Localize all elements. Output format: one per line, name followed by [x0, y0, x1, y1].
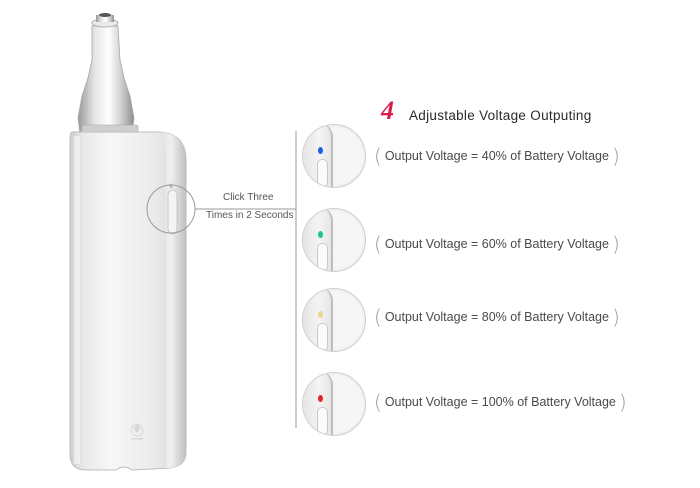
instruction-line-2: Times in 2 Seconds	[206, 210, 294, 221]
voltage-60-label: Output Voltage = 60% of Battery Voltage	[384, 237, 609, 251]
device-body	[69, 131, 187, 471]
red-led-icon	[318, 395, 323, 402]
voltage-40-led-illustration	[302, 124, 366, 188]
voltage-100-option: ( Output Voltage = 100% of Battery Volta…	[374, 390, 627, 414]
brand-logo	[130, 423, 144, 440]
title-number: 4	[381, 96, 394, 125]
voltage-80-label: Output Voltage = 80% of Battery Voltage	[384, 310, 609, 324]
blue-led-icon	[318, 147, 323, 154]
green-led-icon	[318, 231, 323, 238]
connector-lines	[195, 131, 297, 428]
voltage-80-led-illustration	[302, 288, 366, 352]
voltage-80-option: ( Output Voltage = 80% of Battery Voltag…	[374, 305, 620, 329]
voltage-100-led-illustration	[302, 372, 366, 436]
voltage-60-option: ( Output Voltage = 60% of Battery Voltag…	[374, 232, 620, 256]
voltage-60-led-illustration	[302, 208, 366, 272]
voltage-100-label: Output Voltage = 100% of Battery Voltage	[384, 395, 616, 409]
mouthpiece	[77, 13, 139, 136]
voltage-40-option: ( Output Voltage = 40% of Battery Voltag…	[374, 144, 620, 168]
page-title: Adjustable Voltage Outputing	[409, 108, 592, 123]
voltage-40-label: Output Voltage = 40% of Battery Voltage	[384, 149, 609, 163]
instruction-line-1: Click Three	[223, 192, 274, 203]
yellow-led-icon	[318, 311, 323, 318]
